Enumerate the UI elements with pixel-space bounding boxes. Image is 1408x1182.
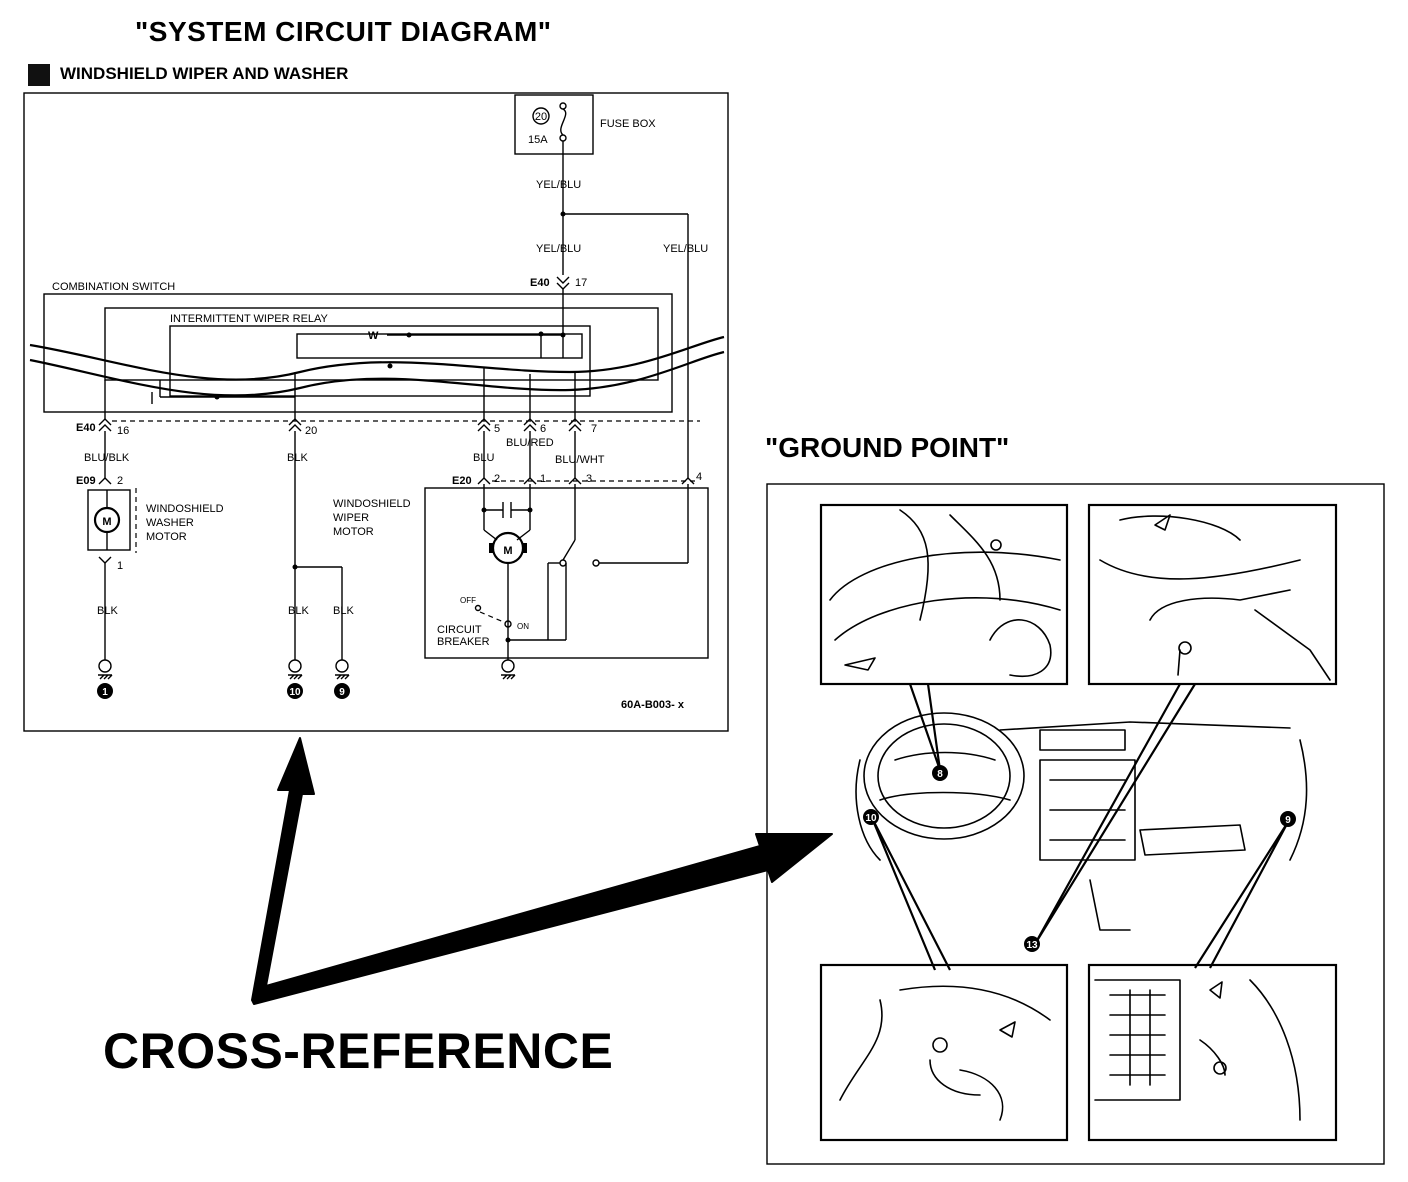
cutaway-line-top <box>29 335 725 381</box>
ground-point-frame <box>766 483 1385 1165</box>
section-square-icon <box>28 64 50 86</box>
e09-pin-2: 2 <box>117 475 123 487</box>
wire-blu: BLU <box>473 452 494 464</box>
pointer-13 <box>1034 683 1196 945</box>
marker-10: 10 <box>863 809 879 825</box>
wire-blu-red: BLU/RED <box>506 437 554 449</box>
breaker-on: ON <box>517 622 529 631</box>
ground-symbol-1: 1 <box>97 659 113 699</box>
pin-5: 5 <box>494 423 500 435</box>
ground-symbol-10: 10 <box>287 659 303 699</box>
intermittent-relay-box <box>169 325 591 397</box>
conn-e40-top: E40 <box>530 277 550 289</box>
conn-e40-top-pin: 17 <box>575 277 587 289</box>
e20-pin-1: 1 <box>540 473 546 485</box>
wire-yel-blu-2: YEL/BLU <box>536 243 581 255</box>
e20-pin-2: 2 <box>494 473 500 485</box>
pointer-8 <box>908 683 942 771</box>
marker-10-label: 10 <box>865 813 877 824</box>
cutaway-line-bottom <box>29 350 725 397</box>
marker-13: 13 <box>1024 936 1040 952</box>
conn-e09: E09 <box>76 475 96 487</box>
relay-symbol: W <box>368 330 379 342</box>
intermittent-relay-label: INTERMITTENT WIPER RELAY <box>170 313 329 325</box>
e09-pin-1: 1 <box>117 560 123 572</box>
section-title: WINDSHIELD WIPER AND WASHER <box>60 64 349 83</box>
wire-blu-blk: BLU/BLK <box>84 452 130 464</box>
wiper-motor-symbol: M <box>503 545 512 557</box>
breaker-label-1: CIRCUIT <box>437 624 482 636</box>
cross-reference-arrow <box>251 737 833 1005</box>
inset-ground-8 <box>819 503 1069 686</box>
ground-symbol-wiper <box>501 659 516 680</box>
fuse-box-label: FUSE BOX <box>600 118 656 130</box>
marker-9-label: 9 <box>1285 815 1291 826</box>
wire-yel-blu-3: YEL/BLU <box>663 243 708 255</box>
breaker-label-2: BREAKER <box>437 636 490 648</box>
ground-number-10: 10 <box>289 687 301 698</box>
pointer-10 <box>870 817 951 971</box>
marker-9: 9 <box>1280 811 1296 827</box>
system-circuit-diagram-title: "SYSTEM CIRCUIT DIAGRAM" <box>135 16 552 47</box>
e20-pin-4: 4 <box>696 471 702 483</box>
pin-16: 16 <box>117 425 129 437</box>
pin-7: 7 <box>591 423 597 435</box>
pointer-9 <box>1194 821 1289 969</box>
ground-number-1: 1 <box>102 687 108 698</box>
conn-e20: E20 <box>452 475 472 487</box>
fuse-rating: 15A <box>528 134 548 146</box>
wire-blu-wht: BLU/WHT <box>555 454 605 466</box>
wiper-motor-label-2: WIPER <box>333 512 369 524</box>
ground-symbol-9: 9 <box>334 659 350 699</box>
circuit-diagram: 20 15A FUSE BOX YEL/BLU YEL/BLU YEL/BLU … <box>23 92 729 732</box>
ground-point-illustration: 8 10 9 13 <box>766 483 1385 1165</box>
wire-blk-2: BLK <box>287 452 308 464</box>
wiper-motor-label-3: MOTOR <box>333 526 374 538</box>
inset-ground-9 <box>1087 963 1338 1142</box>
pin-20: 20 <box>305 425 317 437</box>
ground-number-9: 9 <box>339 687 345 698</box>
e20-pin-3: 3 <box>586 473 592 485</box>
inset-ground-10 <box>819 963 1069 1142</box>
dashboard-sketch <box>855 712 1308 931</box>
washer-motor-label-3: MOTOR <box>146 531 187 543</box>
wiper-motor-label-1: WINDOSHIELD <box>333 498 411 510</box>
marker-13-label: 13 <box>1026 940 1038 951</box>
washer-motor-box <box>87 489 131 551</box>
wire-blk-1: BLK <box>97 605 118 617</box>
fuse-box: 20 15A FUSE BOX <box>514 94 656 155</box>
cross-reference-label: CROSS-REFERENCE <box>103 1023 614 1079</box>
combination-switch-box <box>43 293 673 413</box>
conn-e40-bottom: E40 <box>76 422 96 434</box>
ground-point-title: "GROUND POINT" <box>765 432 1010 463</box>
marker-8: 8 <box>932 765 948 781</box>
wire-blk-3: BLK <box>288 605 309 617</box>
washer-motor-label-1: WINDOSHIELD <box>146 503 224 515</box>
wire-yel-blu-1: YEL/BLU <box>536 179 581 191</box>
wire-blk-4: BLK <box>333 605 354 617</box>
combination-switch-label: COMBINATION SWITCH <box>52 281 175 293</box>
wiper-motor-box <box>424 487 709 659</box>
washer-motor-label-2: WASHER <box>146 517 194 529</box>
diagram-code: 60A-B003- x <box>621 699 685 711</box>
washer-motor-symbol: M <box>102 516 111 528</box>
pin-6: 6 <box>540 423 546 435</box>
fuse-number: 20 <box>535 111 547 123</box>
breaker-off: OFF <box>460 596 476 605</box>
inset-ground-13 <box>1087 503 1338 686</box>
marker-8-label: 8 <box>937 769 943 780</box>
circuit-frame <box>23 92 729 732</box>
